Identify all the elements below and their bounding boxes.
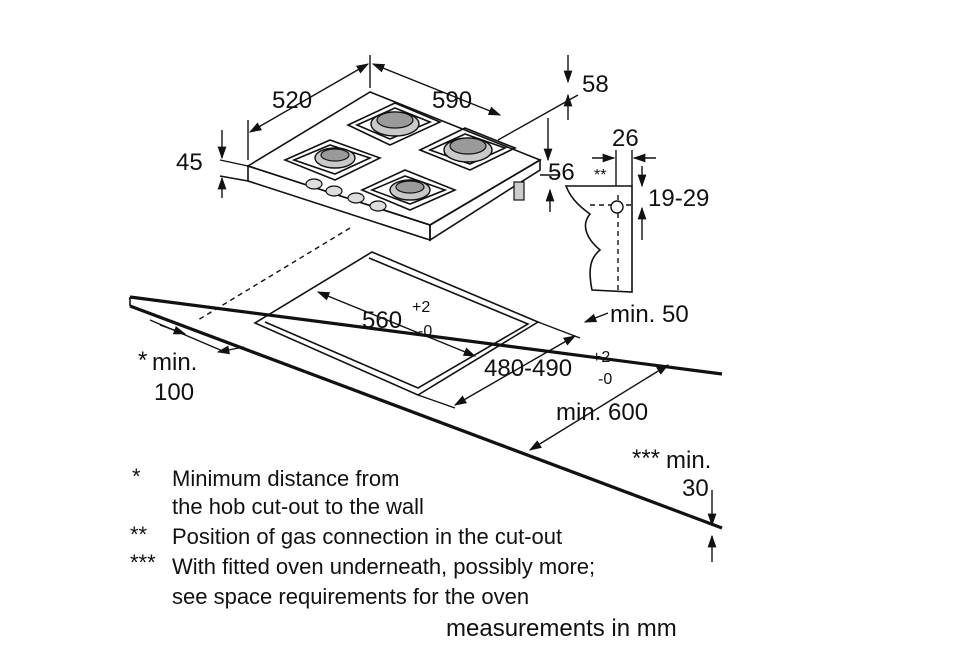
note-2-marker: ** — [130, 522, 148, 547]
note-1-marker: * — [132, 464, 141, 489]
oven-distance-marker: *** — [632, 445, 660, 472]
burner-rear-right-wok — [443, 137, 493, 163]
note-3-line-2: see space requirements for the oven — [172, 584, 529, 609]
dim-cutout-width-tol-plus: +2 — [412, 299, 430, 316]
burner-front-left — [314, 147, 356, 169]
burner-rear-left — [370, 111, 420, 137]
projection-line — [197, 227, 351, 321]
dimension-lines — [149, 55, 717, 562]
dim-cutout-width: 560 — [362, 307, 402, 334]
dim-cutout-depth-tol-minus: -0 — [598, 371, 612, 388]
dim-hob-width: 590 — [432, 87, 472, 114]
note-3-line-1: With fitted oven underneath, possibly mo… — [172, 554, 595, 579]
dim-top-offset: 58 — [582, 71, 609, 98]
note-1-line-1: Minimum distance from — [172, 466, 399, 491]
dim-gas-height-range: 19-29 — [648, 185, 709, 212]
gas-position-marker: ** — [594, 167, 606, 184]
oven-distance-value: 30 — [682, 475, 709, 502]
control-knobs — [305, 178, 387, 212]
wall-distance-marker: * — [138, 347, 147, 374]
units-caption: measurements in mm — [446, 615, 677, 642]
dim-cutout-width-tol-minus: -0 — [418, 323, 432, 340]
gas-hob — [246, 91, 542, 242]
dim-cutout-depth: 480-490 — [484, 355, 572, 382]
note-3-marker: *** — [130, 550, 156, 575]
dim-min-depth: min. 600 — [556, 399, 648, 426]
burner-front-right — [389, 179, 431, 201]
dim-hob-depth: 520 — [272, 87, 312, 114]
gas-connection-stub — [513, 181, 525, 201]
wall-distance-min: min. — [152, 349, 197, 376]
dim-right-height: 56 — [548, 159, 575, 186]
oven-distance-min: min. — [666, 447, 711, 474]
wall-distance-value: 100 — [154, 379, 194, 406]
note-1-line-2: the hob cut-out to the wall — [172, 494, 424, 519]
footnotes: * Minimum distance from the hob cut-out … — [130, 464, 595, 609]
dim-height: 45 — [176, 149, 203, 176]
dim-gas-offset: 26 — [612, 125, 639, 152]
note-2-line-1: Position of gas connection in the cut-ou… — [172, 524, 562, 549]
dim-min-front: min. 50 — [610, 301, 689, 328]
gas-connection-detail — [564, 150, 656, 293]
dim-cutout-depth-tol-plus: +2 — [592, 349, 610, 366]
